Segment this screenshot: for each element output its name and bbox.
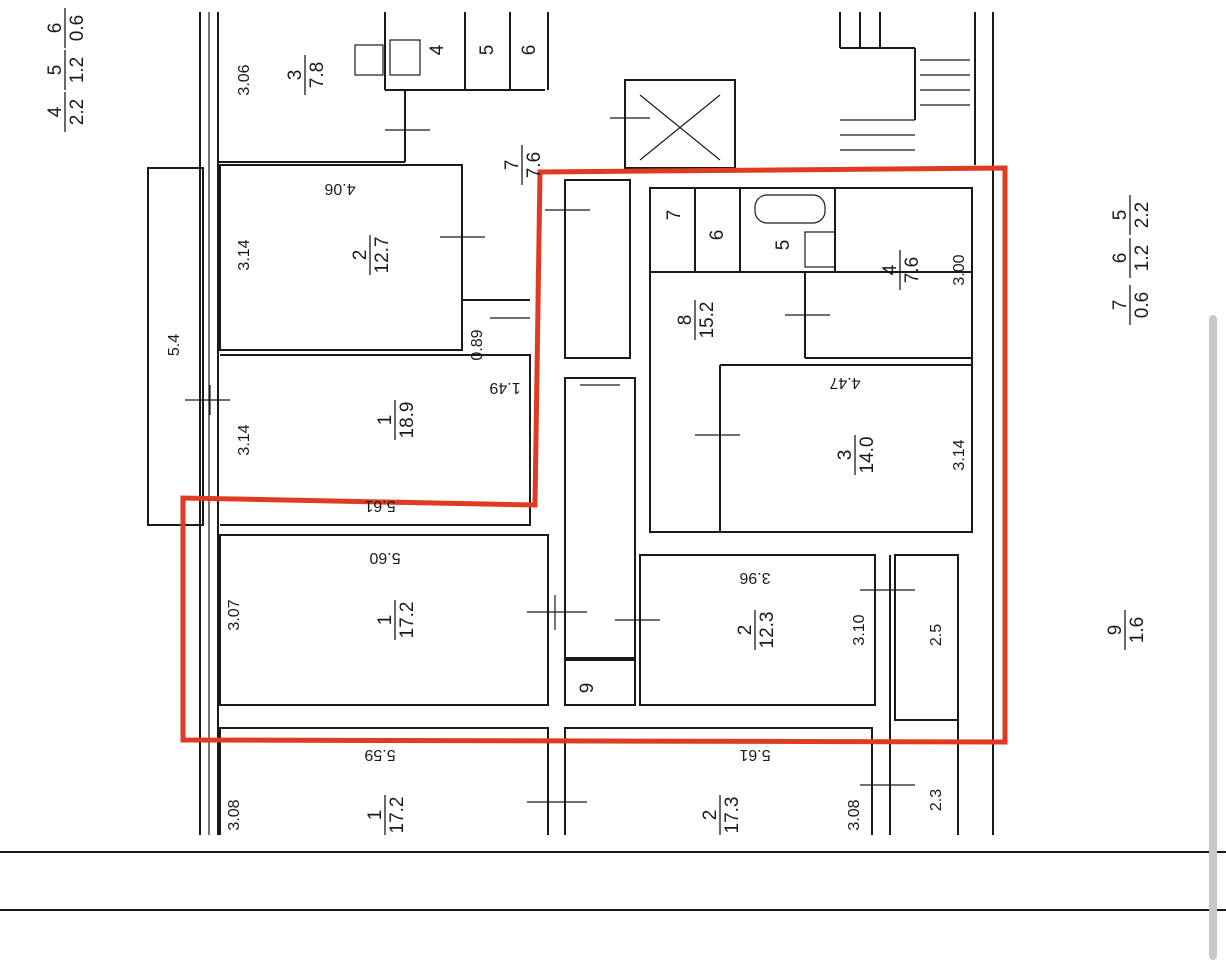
room-area: 14.0 [857,437,878,474]
room-area: 17.2 [397,602,418,639]
dimension-d-310: 3.10 [851,614,868,645]
dimension-d-149: 1.49 [489,379,520,396]
dimension-d-561a: 5.61 [364,497,395,514]
room-number: 2 [700,810,721,821]
room-area: 17.2 [387,797,408,834]
dimension-d-306: 3.06 [236,64,253,95]
room-number: 1 [375,415,396,426]
dimension-d-560: 5.60 [369,549,400,566]
room-area: 7.6 [902,257,923,283]
room-number: 1 [375,615,396,626]
room-area: 7.8 [307,62,328,88]
apartment-outline [180,165,1008,745]
room-number: 2 [350,250,371,261]
room-number-n-6r: 6 [707,230,728,241]
room-number: 8 [675,315,696,326]
dimension-d-559: 5.59 [364,746,395,763]
scrollbar[interactable] [1209,315,1217,960]
room-area: 15.2 [697,302,718,339]
room-area: 1.6 [1127,617,1148,643]
dimension-d-396: 3.96 [739,569,770,586]
dimension-d-308a: 3.08 [226,799,243,830]
room-number-n-9: 9 [577,683,598,694]
room-area: 7.6 [524,152,545,178]
room-number: 2 [735,625,756,636]
dimension-d-561b: 5.61 [739,746,770,763]
room-area: 2.2 [1132,202,1153,228]
room-number: 9 [1105,625,1126,636]
dimension-d-447: 4.47 [829,374,860,391]
room-area: 0.6 [1132,292,1153,318]
room-number: 6 [1110,253,1131,264]
room-number-n-4: 4 [427,44,448,55]
room-number: 7 [502,160,523,171]
room-number: 1 [365,810,386,821]
room-area: 12.7 [372,237,393,274]
room-number: 5 [45,65,66,76]
dimension-d-089: 0.89 [469,329,486,360]
door-marks [185,117,915,803]
room-area: 2.2 [67,99,88,125]
room-area: 0.6 [67,15,88,41]
dimension-d-308b: 3.08 [846,799,863,830]
dimension-d-406: 4.06 [324,180,355,197]
room-number: 5 [1110,210,1131,221]
room-area: 17.3 [722,797,743,834]
dimension-d-307: 3.07 [226,599,243,630]
room-number-n-6: 6 [519,45,540,56]
room-number: 3 [285,70,306,81]
room-area: 1.2 [1132,245,1153,271]
dimension-d-54: 5.4 [166,334,183,356]
room-number: 4 [880,264,901,275]
room-number-n-5r: 5 [773,240,794,251]
staircase [839,12,994,835]
dimension-d-25: 2.5 [928,624,945,646]
dimension-d-314a: 3.14 [236,239,253,270]
dimension-d-314c: 3.14 [951,439,968,470]
dimension-d-300: 3.00 [951,254,968,285]
room-area: 18.9 [397,402,418,439]
room-number: 3 [835,450,856,461]
room-number: 6 [45,23,66,34]
walls [147,12,994,835]
room-number: 7 [1110,300,1131,311]
room-area: 1.2 [67,57,88,83]
room-number-n-7r: 7 [664,210,685,221]
dimension-d-314b: 3.14 [236,424,253,455]
room-number-n-5: 5 [477,45,498,56]
room-area: 12.3 [757,612,778,649]
dimension-d-23: 2.3 [928,789,945,811]
room-number: 4 [45,106,66,117]
